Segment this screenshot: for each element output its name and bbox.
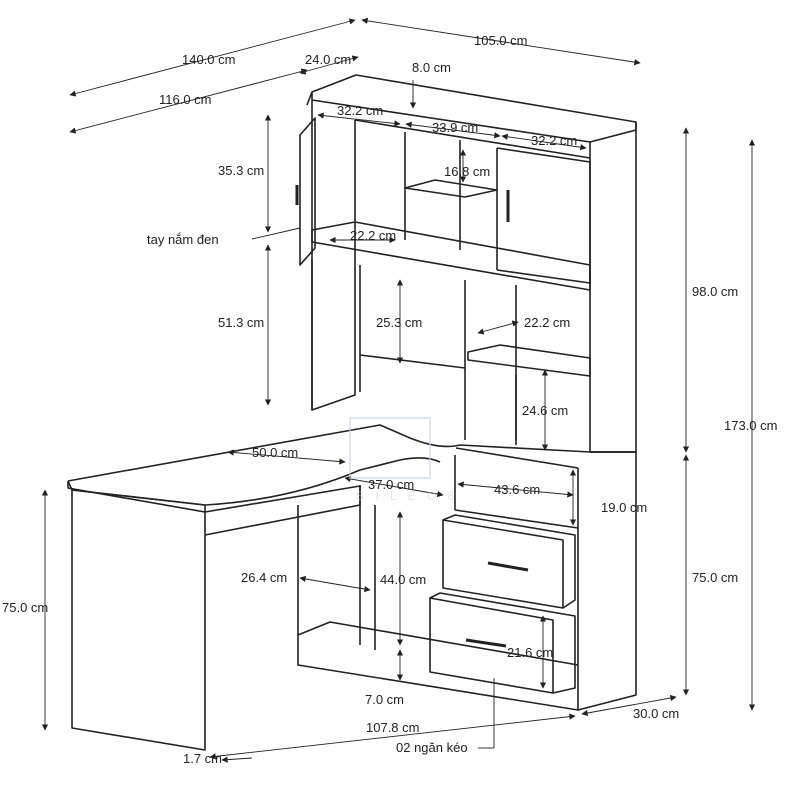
dim-top-cabinet-height: 35.3 cm xyxy=(218,163,264,178)
watermark-text: S I L E O 8 xyxy=(356,489,458,503)
dim-plinth-height: 7.0 cm xyxy=(365,692,404,707)
dim-under-desk-depth: 37.0 cm xyxy=(368,477,414,492)
dim-drawer-unit-width: 43.6 cm xyxy=(494,482,540,497)
dim-desk-depth: 50.0 cm xyxy=(252,445,298,460)
callouts: tay nắm đen 02 ngăn kéo xyxy=(147,232,468,755)
dim-lower-shelf-depth: 22.2 cm xyxy=(524,315,570,330)
callout-handle: tay nắm đen xyxy=(147,232,219,247)
dim-total-depth-left: 140.0 cm xyxy=(182,52,235,67)
dim-inner-depth-left: 116.0 cm xyxy=(159,92,212,107)
dim-side-depth: 30.0 cm xyxy=(633,706,679,721)
dim-top-board-thickness: 8.0 cm xyxy=(412,60,451,75)
dim-upper-opening-height: 19.0 cm xyxy=(601,500,647,515)
dim-top-middle-compartment: 33.9 cm xyxy=(432,120,478,135)
dim-knee-space-height: 44.0 cm xyxy=(380,572,426,587)
dim-middle-shelf-height: 16.8 cm xyxy=(444,164,490,179)
dim-lower-left-opening: 25.3 cm xyxy=(376,315,422,330)
dim-total-height: 173.0 cm xyxy=(724,418,777,433)
dim-hutch-width: 105.0 cm xyxy=(474,33,527,48)
dim-desk-height-left: 75.0 cm xyxy=(2,600,48,615)
dimension-lines xyxy=(41,17,756,763)
dim-hutch-height: 98.0 cm xyxy=(692,284,738,299)
dim-lower-hutch-height: 51.3 cm xyxy=(218,315,264,330)
dim-lower-right-opening: 24.6 cm xyxy=(522,403,568,418)
dim-hutch-depth: 24.0 cm xyxy=(305,52,351,67)
callout-drawers: 02 ngăn kéo xyxy=(396,740,468,755)
dim-drawer-height: 21.6 cm xyxy=(507,645,553,660)
dimension-labels: 140.0 cm 24.0 cm 105.0 cm 116.0 cm 8.0 c… xyxy=(2,33,777,766)
dim-knee-space-width: 26.4 cm xyxy=(241,570,287,585)
dim-desk-height-right: 75.0 cm xyxy=(692,570,738,585)
dim-cabinet-depth: 22.2 cm xyxy=(350,228,396,243)
dim-top-right-compartment: 32.2 cm xyxy=(531,133,577,148)
dim-top-left-compartment: 32.2 cm xyxy=(337,103,383,118)
dim-panel-thickness: 1.7 cm xyxy=(183,751,222,766)
dim-return-length: 107.8 cm xyxy=(366,720,419,735)
watermark: S I L E O 8 xyxy=(349,417,458,503)
